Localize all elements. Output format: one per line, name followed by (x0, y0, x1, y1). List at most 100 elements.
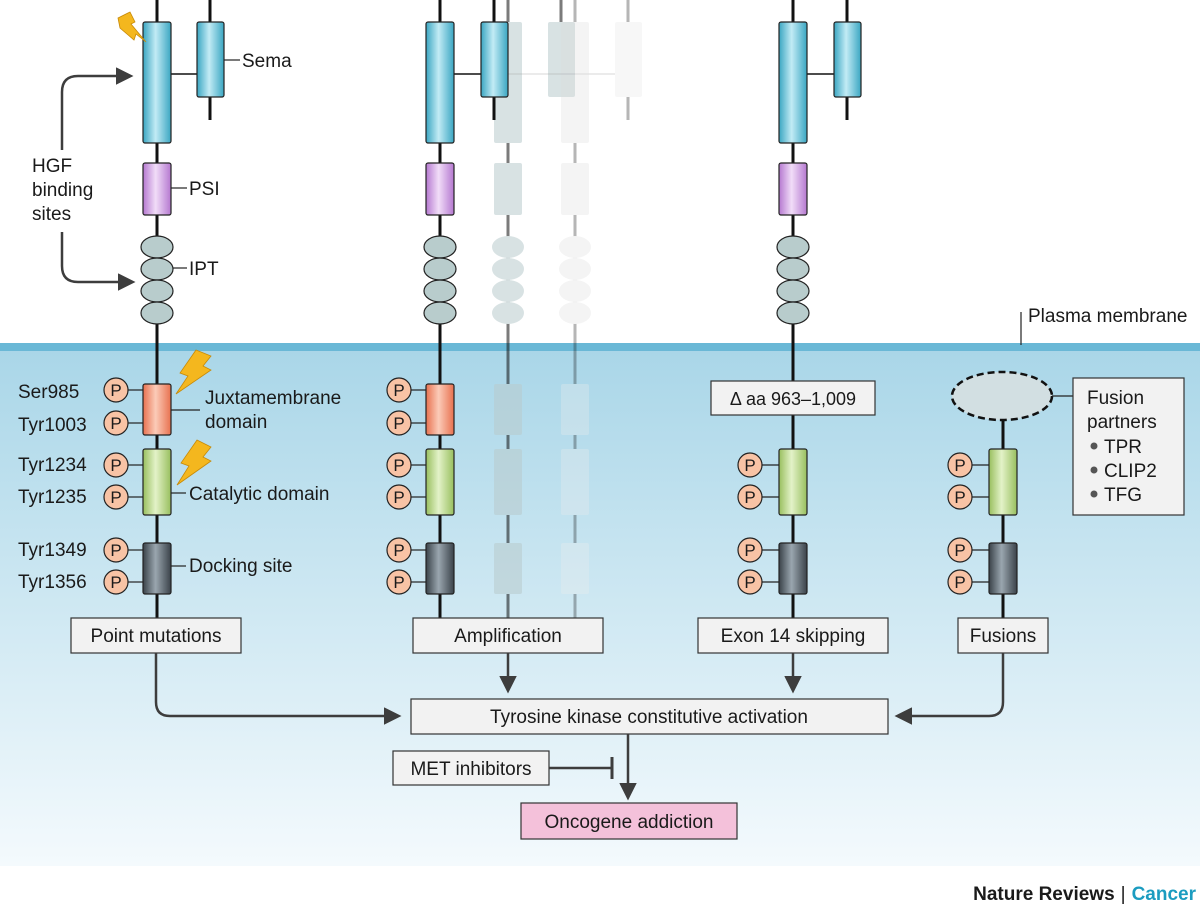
phospho-circle (947, 537, 973, 563)
fusion-partners-title-line2: partners (1087, 412, 1157, 433)
phospho-label: P (110, 381, 121, 400)
residue-label: Tyr1356 (18, 572, 87, 593)
catalytic-domain (988, 448, 1018, 516)
fusion-partner-item: TFG (1104, 485, 1142, 506)
phospho-circle (947, 569, 973, 595)
receptor-amplification: P P P P P P (386, 0, 642, 622)
journal-section: Cancer (1132, 884, 1197, 905)
phospho-sites: P P P P P P (103, 377, 143, 595)
fusion-partner-item: CLIP2 (1104, 461, 1157, 482)
phospho-sites: P P P P (947, 452, 989, 595)
ipt-domains (423, 235, 457, 325)
mechanism-box (957, 617, 1049, 654)
phospho-circle (947, 484, 973, 510)
catalytic-label: Catalytic domain (189, 484, 329, 505)
arrow-fusions (894, 653, 1005, 725)
arrow-point-mutations (154, 653, 402, 725)
sema-label: Sema (242, 51, 292, 72)
juxtamembrane-label-line1: Juxtamembrane (205, 388, 341, 409)
residue-label: Tyr1349 (18, 540, 87, 561)
phospho-label: P (744, 456, 755, 475)
fusion-partner-blob (950, 370, 1054, 422)
activation-box (410, 698, 889, 735)
phospho-label: P (954, 541, 965, 560)
phospho-circle (386, 537, 412, 563)
lightning-icon (176, 439, 212, 486)
deletion-box (710, 380, 876, 416)
ipt-domains (776, 235, 810, 325)
bullet-icon (1090, 466, 1098, 474)
mechanism-box (70, 617, 242, 654)
oncogene-addiction-box (520, 802, 738, 840)
docking-site (988, 542, 1018, 595)
psi-domain (142, 162, 172, 216)
phospho-label: P (954, 456, 965, 475)
catalytic-domain (425, 448, 455, 516)
hgf-arrow-up (60, 67, 134, 150)
cytoplasm-region (0, 346, 1200, 866)
phospho-label: P (110, 488, 121, 507)
hgf-arrow-down (60, 232, 136, 291)
mechanism-box (697, 617, 889, 654)
phospho-circle (386, 569, 412, 595)
residue-label: Tyr1234 (18, 455, 87, 476)
footer-band (0, 866, 1200, 908)
receptor-fusion: P P P P Fusion partners TPR CLIP2 TFG (947, 370, 1185, 622)
mechanism-label: Amplification (454, 626, 562, 647)
phospho-label: P (110, 456, 121, 475)
catalytic-domain (142, 448, 172, 516)
juxtamembrane-domain (425, 383, 455, 436)
journal-separator: | (1121, 884, 1126, 905)
phospho-label: P (393, 381, 404, 400)
phospho-circle (386, 377, 412, 403)
ipt-label: IPT (189, 259, 219, 280)
ipt-domains (140, 235, 174, 325)
sema-domain (425, 21, 455, 144)
phospho-circle (103, 569, 129, 595)
phospho-circle (386, 452, 412, 478)
deletion-label: Δ aa 963–1,009 (730, 389, 856, 409)
psi-label: PSI (189, 179, 220, 200)
hgf-label-line2: binding (32, 180, 93, 201)
mechanism-label: Point mutations (91, 626, 222, 647)
residue-label: Tyr1003 (18, 415, 87, 436)
lightning-icon (175, 349, 212, 395)
phospho-circle (947, 452, 973, 478)
lightning-icon (117, 11, 147, 43)
activation-label: Tyrosine kinase constitutive activation (490, 707, 808, 728)
phospho-circle (103, 452, 129, 478)
phospho-label: P (954, 573, 965, 592)
phospho-circle (103, 484, 129, 510)
phospho-circle (103, 377, 129, 403)
phospho-circle (737, 569, 763, 595)
phospho-circle (386, 484, 412, 510)
sema-domain (833, 21, 862, 98)
bullet-icon (1090, 490, 1098, 498)
docking-label: Docking site (189, 556, 293, 577)
sema-domain (778, 21, 808, 144)
phospho-label: P (744, 541, 755, 560)
phospho-circle (103, 410, 129, 436)
phospho-label: P (393, 488, 404, 507)
juxtamembrane-domain (142, 383, 172, 436)
phospho-label: P (744, 573, 755, 592)
phospho-label: P (393, 456, 404, 475)
receptor-point-mutation: P P P P P P Ser985 Tyr1003 Tyr1234 Tyr12… (18, 0, 341, 622)
phospho-label: P (744, 488, 755, 507)
fusion-partner-item: TPR (1104, 437, 1142, 458)
phospho-sites: P P P P (737, 452, 779, 595)
phospho-circle (386, 410, 412, 436)
residue-label: Ser985 (18, 382, 79, 403)
catalytic-domain (778, 448, 808, 516)
phospho-label: P (110, 414, 121, 433)
journal-credit: Nature Reviews|Cancer (973, 884, 1196, 905)
hgf-label-line1: HGF (32, 156, 72, 177)
inhibitors-label: MET inhibitors (410, 759, 531, 780)
bullet-icon (1090, 442, 1098, 450)
sema-domain (480, 21, 509, 98)
phospho-circle (737, 484, 763, 510)
psi-domain (425, 162, 455, 216)
phospho-label: P (110, 573, 121, 592)
phospho-label: P (393, 541, 404, 560)
